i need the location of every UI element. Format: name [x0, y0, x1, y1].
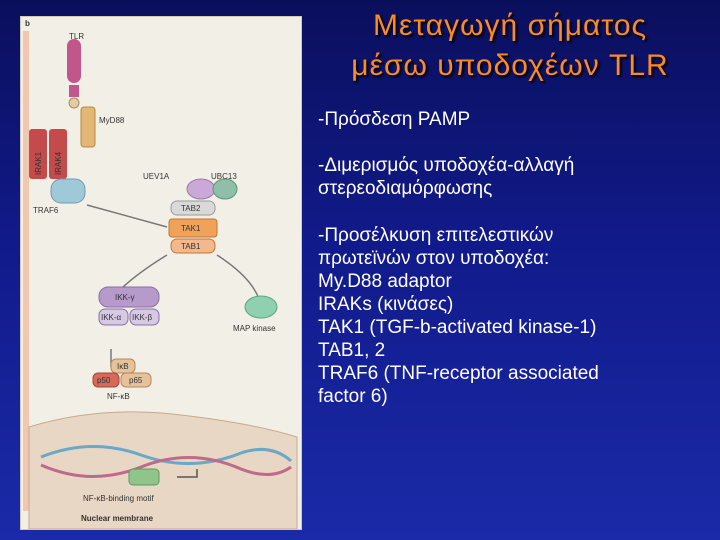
- tlr-label: TLR: [69, 32, 84, 41]
- ubc13-label: UBC13: [211, 172, 237, 181]
- tak1-label: TAK1: [181, 224, 201, 233]
- bullet-tak1: TAK1 (TGF-b-activated kinase-1): [318, 317, 597, 338]
- myd88-protein: [80, 106, 96, 148]
- bullet-iraks: IRAKs (κινάσες): [318, 294, 454, 315]
- map-kinase-label: MAP kinase: [233, 324, 276, 333]
- tab2-label: TAB2: [181, 204, 201, 213]
- ikb-protein: [110, 358, 136, 374]
- bullet-traf6-line-1: TRAF6 (TNF-receptor associated: [318, 363, 599, 384]
- ikk-alpha-label: IKK-α: [101, 313, 122, 322]
- map-kinase-protein: [244, 295, 278, 319]
- tak1-protein: [168, 218, 218, 238]
- slide-title: Μεταγωγή σήματος μέσω υποδοχέων TLR: [300, 6, 720, 86]
- irak4-label: IRAK4: [54, 151, 63, 175]
- irak1-protein: [29, 129, 47, 179]
- cell-membrane: [23, 31, 29, 511]
- bullet-recruitment-line-2: πρωτεϊνών στον υποδοχέα:: [318, 248, 550, 269]
- irak4-protein: [49, 129, 67, 179]
- tlr-pathway-figure: b TLR MyD88 IRAK1 IRAK4 TRAF6 UEV1A UBC1…: [20, 16, 302, 530]
- ubc13-protein: [212, 178, 238, 200]
- tab1-protein: [170, 238, 216, 254]
- ikk-beta-label: IKK-β: [132, 313, 153, 322]
- bullet-list: -Πρόσδεση PAMP -Διμερισμός υποδοχέα-αλλα…: [318, 108, 710, 408]
- traf6-protein: [50, 178, 86, 204]
- binding-motif-label: NF-κB-binding motif: [83, 494, 154, 503]
- ikk-gamma-label: IKK-γ: [115, 293, 135, 302]
- nuclear-membrane-label: Nuclear membrane: [81, 514, 154, 523]
- bullet-dimerization-line-1: -Διμερισμός υποδοχέα-αλλαγή: [318, 155, 575, 176]
- ikk-complex: [98, 286, 160, 326]
- bullet-dimerization-line-2: στερεοδιαμόρφωσης: [318, 178, 493, 199]
- bullet-recruitment-line-1: -Προσέλκυση επιτελεστικών: [318, 225, 554, 246]
- myd88-label: MyD88: [99, 116, 125, 125]
- uev1a-protein: [186, 178, 216, 200]
- p50-label: p50: [97, 376, 111, 385]
- tlr-receptor: [67, 39, 81, 109]
- bullet-myd88: My.D88 adaptor: [318, 271, 452, 292]
- nucleus: [28, 411, 298, 529]
- irak1-label: IRAK1: [34, 151, 43, 175]
- p50-protein: [92, 372, 120, 388]
- panel-letter: b: [25, 19, 30, 28]
- bullet-traf6-line-2: factor 6): [318, 386, 388, 407]
- nfkb-label: NF-κB: [107, 392, 130, 401]
- p65-label: p65: [129, 376, 143, 385]
- tab1-label: TAB1: [181, 242, 201, 251]
- tab2-protein: [170, 200, 216, 216]
- pathway-diagram: b TLR MyD88 IRAK1 IRAK4 TRAF6 UEV1A UBC1…: [23, 19, 298, 529]
- bullet-tab: TAB1, 2: [318, 340, 386, 361]
- title-line-2: μέσω υποδοχέων TLR: [351, 49, 669, 82]
- ikb-label: IκB: [117, 362, 129, 371]
- title-line-1: Μεταγωγή σήματος: [373, 9, 647, 42]
- traf6-label: TRAF6: [33, 206, 59, 215]
- bullet-pamp-binding: -Πρόσδεση PAMP: [318, 109, 471, 130]
- uev1a-label: UEV1A: [143, 172, 170, 181]
- p65-protein: [120, 372, 152, 388]
